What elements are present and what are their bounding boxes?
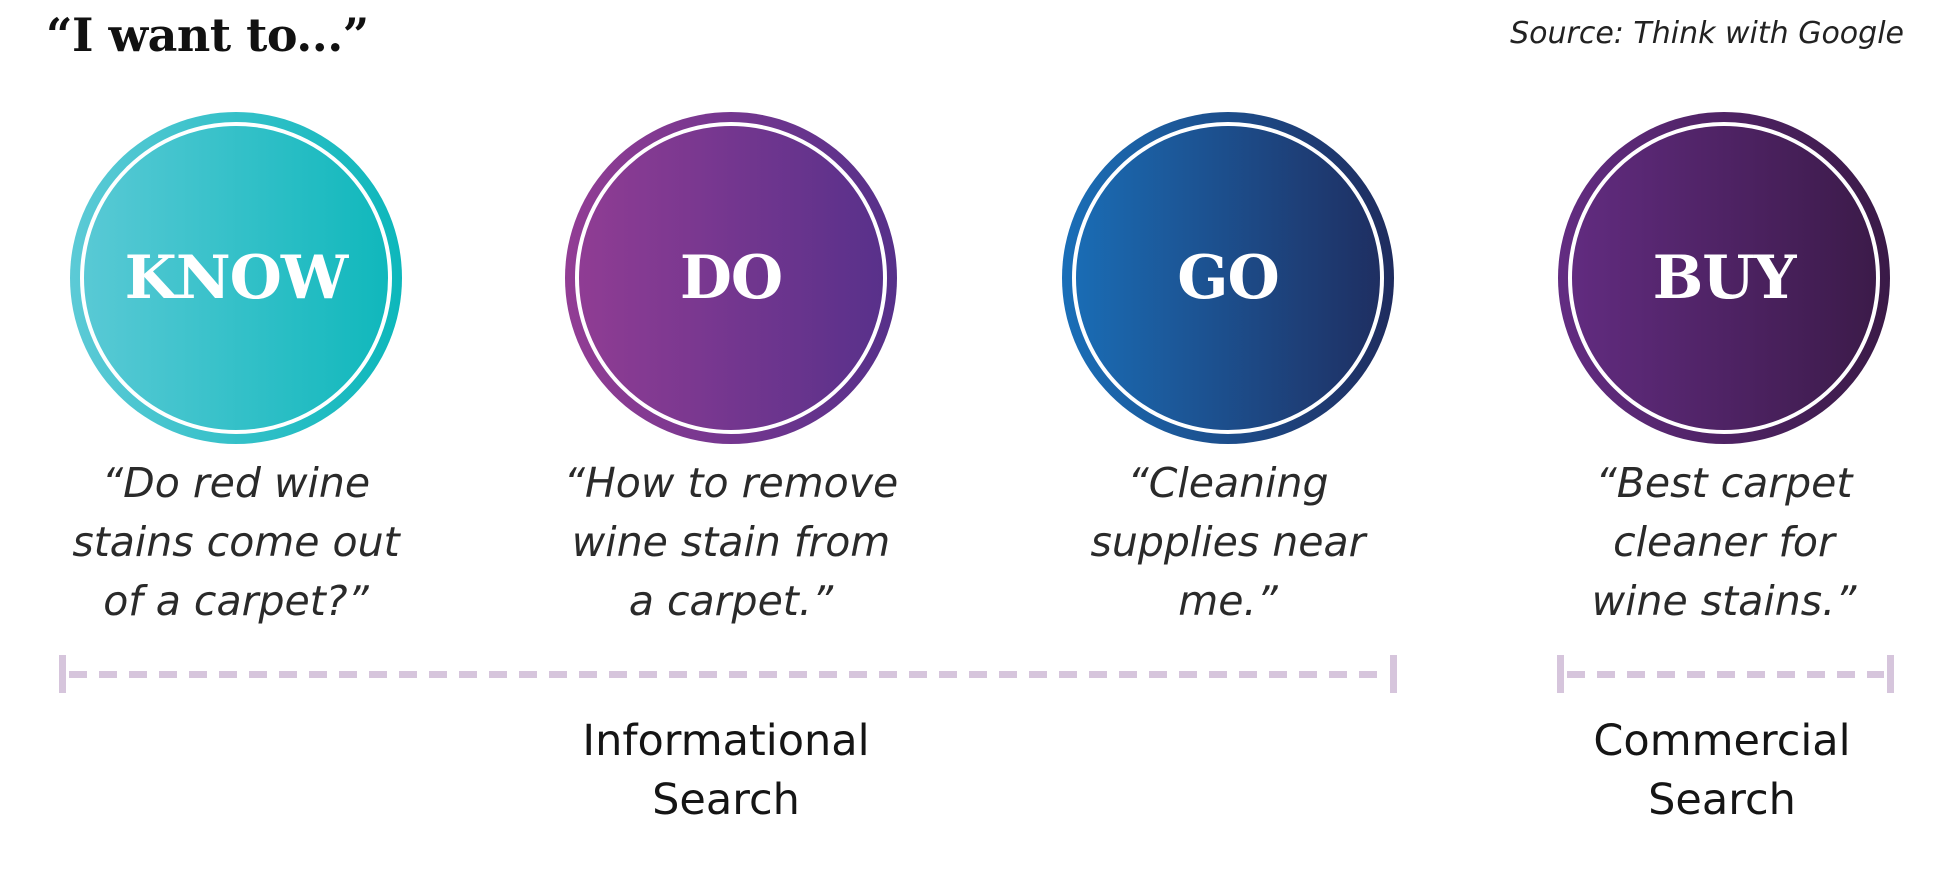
bracket-cap-left [59,655,66,693]
informational-range-bracket [59,655,1397,693]
intent-do: DO “How to remove wine stain from a carp… [531,112,931,631]
informational-search-label: Informational Search [582,716,870,825]
heading: “I want to...” [46,8,369,62]
intent-buy: BUY “Best carpet cleaner for wine stains… [1524,112,1924,631]
know-label: KNOW [124,243,349,313]
buy-label: BUY [1652,243,1797,313]
intent-know: KNOW “Do red wine stains come out of a c… [36,112,436,631]
buy-quote: “Best carpet cleaner for wine stains.” [1591,459,1857,625]
bracket-cap-right [1887,655,1894,693]
bracket-cap-left [1557,655,1564,693]
know-quote: “Do red wine stains come out of a carpet… [72,459,400,625]
buy-circle: BUY [1558,112,1890,444]
go-quote: “Cleaning supplies near me.” [1090,459,1366,625]
source-credit: Source: Think with Google [1510,16,1904,51]
commercial-range-bracket [1557,655,1894,693]
bracket-cap-right [1390,655,1397,693]
do-label: DO [679,243,783,313]
go-label: GO [1177,243,1280,313]
commercial-search-label: Commercial Search [1593,716,1851,825]
do-circle: DO [565,112,897,444]
know-circle: KNOW [70,112,402,444]
do-quote: “How to remove wine stain from a carpet.… [563,459,899,625]
intent-go: GO “Cleaning supplies near me.” [1028,112,1428,631]
bracket-dashed-line [1567,671,1884,678]
go-circle: GO [1062,112,1394,444]
bracket-dashed-line [69,671,1387,678]
